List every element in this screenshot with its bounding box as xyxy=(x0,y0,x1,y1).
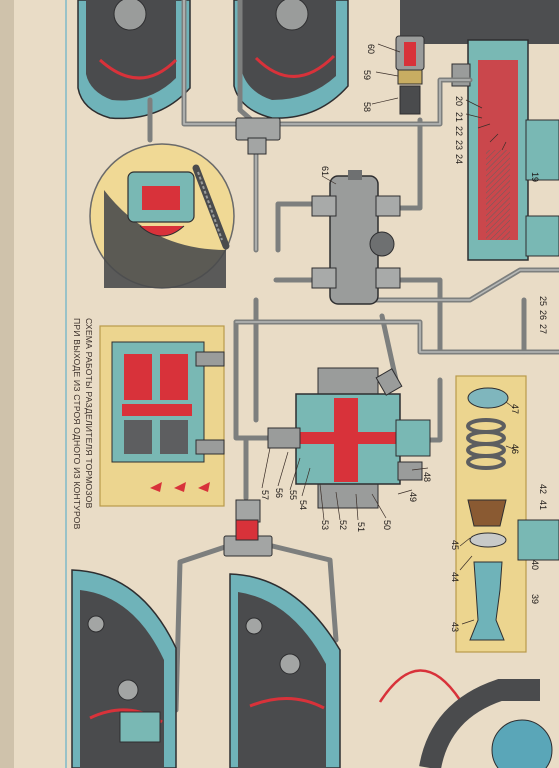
front-left-brake-drum xyxy=(77,0,191,120)
scheme-caption: СХЕМА РАБОТЫ РАЗДЕЛИТЕЛЯ ТОРМОЗОВ ПРИ ВЫ… xyxy=(72,318,94,530)
splitter-scheme-panel xyxy=(99,325,225,507)
caption-line-1: СХЕМА РАБОТЫ РАЗДЕЛИТЕЛЯ ТОРМОЗОВ xyxy=(84,318,94,509)
label-46: 46 xyxy=(510,444,520,454)
label-51: 51 xyxy=(356,522,366,532)
page-margin xyxy=(0,0,14,768)
label-41: 41 xyxy=(538,500,548,510)
label-55: 55 xyxy=(288,490,298,500)
label-19: 19 xyxy=(530,172,540,182)
label-56: 56 xyxy=(274,488,284,498)
rear-right-brake-drum xyxy=(229,573,341,768)
label-24: 24 xyxy=(454,154,464,164)
label-54: 54 xyxy=(298,500,308,510)
label-58: 58 xyxy=(362,102,372,112)
label-52: 52 xyxy=(338,520,348,530)
label-27: 27 xyxy=(538,324,548,334)
label-61: 61 xyxy=(320,166,330,176)
label-22: 22 xyxy=(454,126,464,136)
label-23: 23 xyxy=(454,140,464,150)
exploded-parts-panel xyxy=(455,375,559,653)
label-25: 25 xyxy=(538,296,548,306)
tee-fitting-top xyxy=(235,117,281,155)
caption-line-2: ПРИ ВЫХОДЕ ИЗ СТРОЯ ОДНОГО ИЗ КОНТУРОВ xyxy=(72,318,82,530)
label-53: 53 xyxy=(320,520,330,530)
label-44: 44 xyxy=(450,572,460,582)
label-49: 49 xyxy=(408,492,418,502)
label-39: 39 xyxy=(530,594,540,604)
label-47: 47 xyxy=(510,404,520,414)
label-50: 50 xyxy=(382,520,392,530)
label-57: 57 xyxy=(260,490,270,500)
tee-fitting-bottom xyxy=(223,499,273,557)
rear-left-brake-drum xyxy=(71,569,177,768)
label-48: 48 xyxy=(422,472,432,482)
brake-splitter xyxy=(267,367,431,509)
label-60: 60 xyxy=(366,44,376,54)
label-43: 43 xyxy=(450,622,460,632)
label-59: 59 xyxy=(362,70,372,80)
bottom-right-hoses xyxy=(378,669,553,768)
brake-lines-highlight xyxy=(183,0,559,353)
brake-force-regulator xyxy=(311,170,401,305)
label-21: 21 xyxy=(454,112,464,122)
label-45: 45 xyxy=(450,540,460,550)
leader-lines xyxy=(261,43,517,625)
pressure-warning-switch xyxy=(395,35,425,115)
master-cylinder xyxy=(400,0,559,261)
label-26: 26 xyxy=(538,310,548,320)
part-number-labels: 60 59 58 61 20 21 22 23 24 19 25 26 27 4… xyxy=(260,44,548,632)
label-42: 42 xyxy=(538,484,548,494)
label-40: 40 xyxy=(530,560,540,570)
label-20: 20 xyxy=(454,96,464,106)
wheel-cylinder-inset xyxy=(89,143,235,289)
front-right-brake-drum xyxy=(233,0,349,119)
